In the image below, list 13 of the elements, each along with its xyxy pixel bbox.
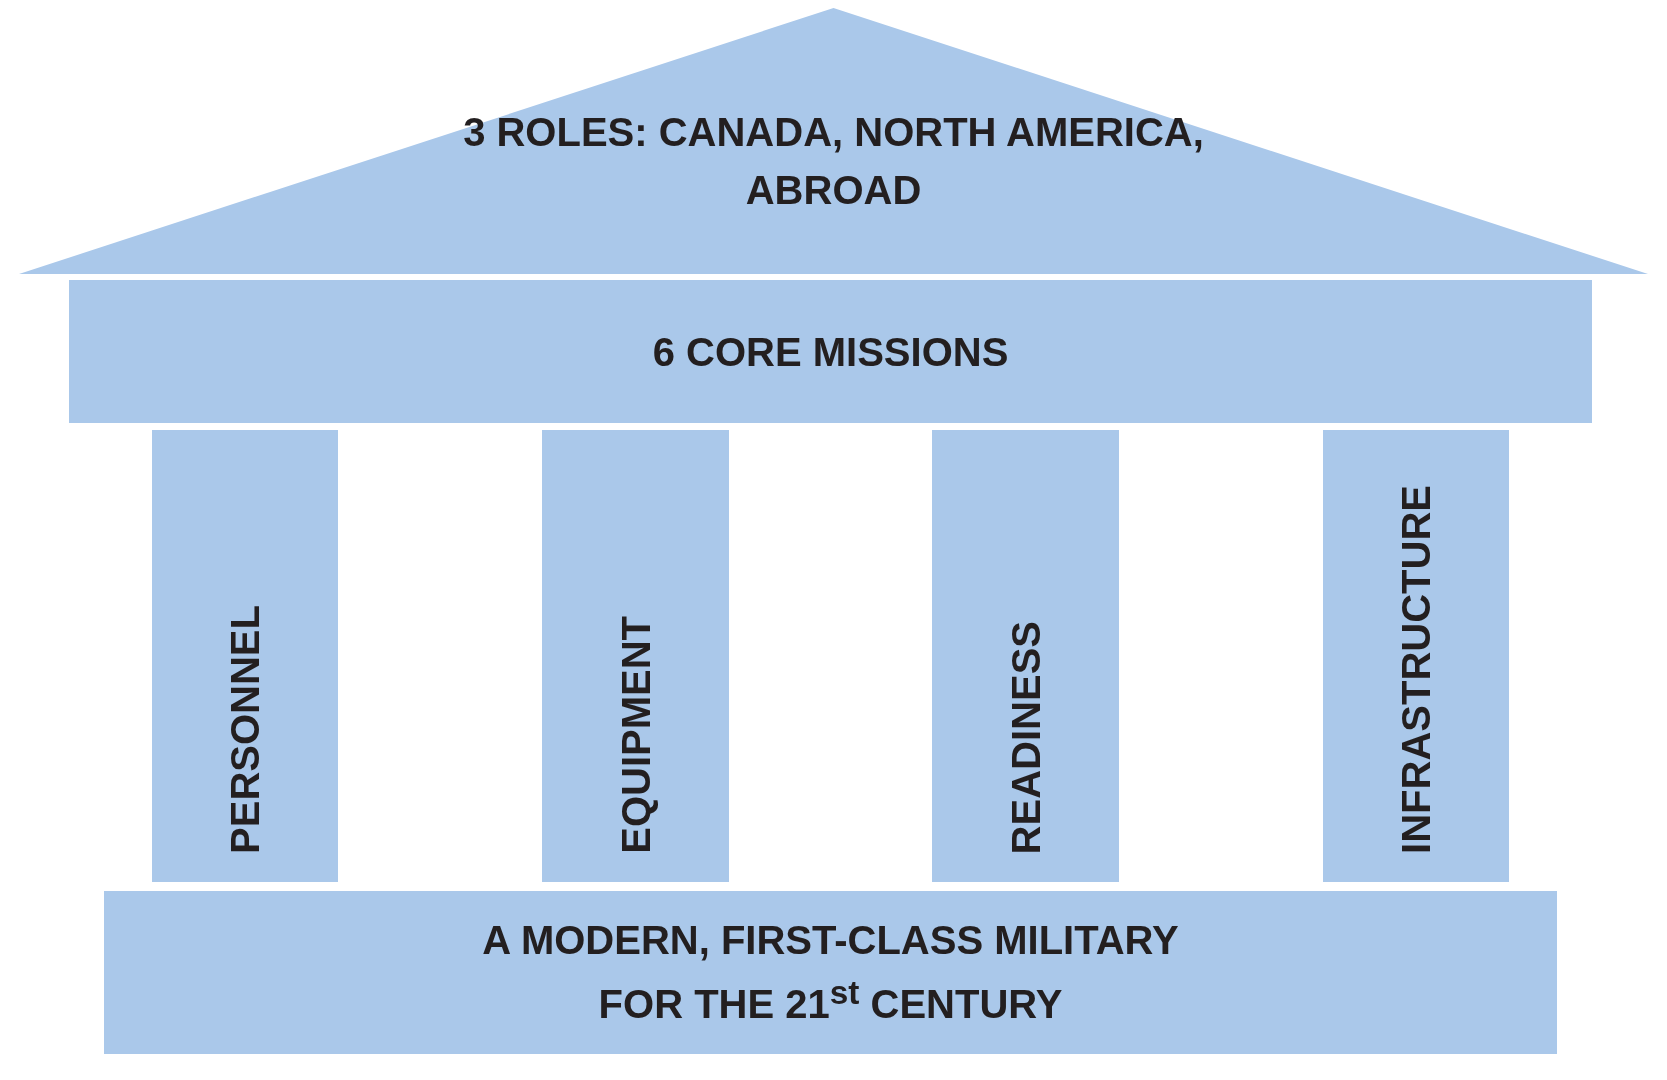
pillar bbox=[932, 430, 1119, 882]
foundation-band bbox=[104, 891, 1557, 1054]
foundation-label: A MODERN, FIRST-CLASS MILITARY FOR THE 21$^{st}$ CENTURY bbox=[481, 917, 1180, 1029]
pillar-label: INFRASTRUCTURE bbox=[1393, 485, 1439, 854]
pillar-label: EQUIPMENT bbox=[612, 616, 659, 854]
roof-label: 3 ROLES: CANADA, NORTH AMERICA, ABROAD bbox=[462, 109, 1205, 214]
pillar-label: PERSONNEL bbox=[222, 605, 268, 854]
pillar-label: READINESS bbox=[1002, 620, 1049, 854]
pillar bbox=[152, 430, 338, 882]
pillar bbox=[542, 430, 729, 882]
pillar bbox=[1323, 430, 1509, 882]
mission-band bbox=[69, 280, 1592, 423]
band-label: 6 CORE MISSIONS bbox=[652, 328, 1009, 376]
